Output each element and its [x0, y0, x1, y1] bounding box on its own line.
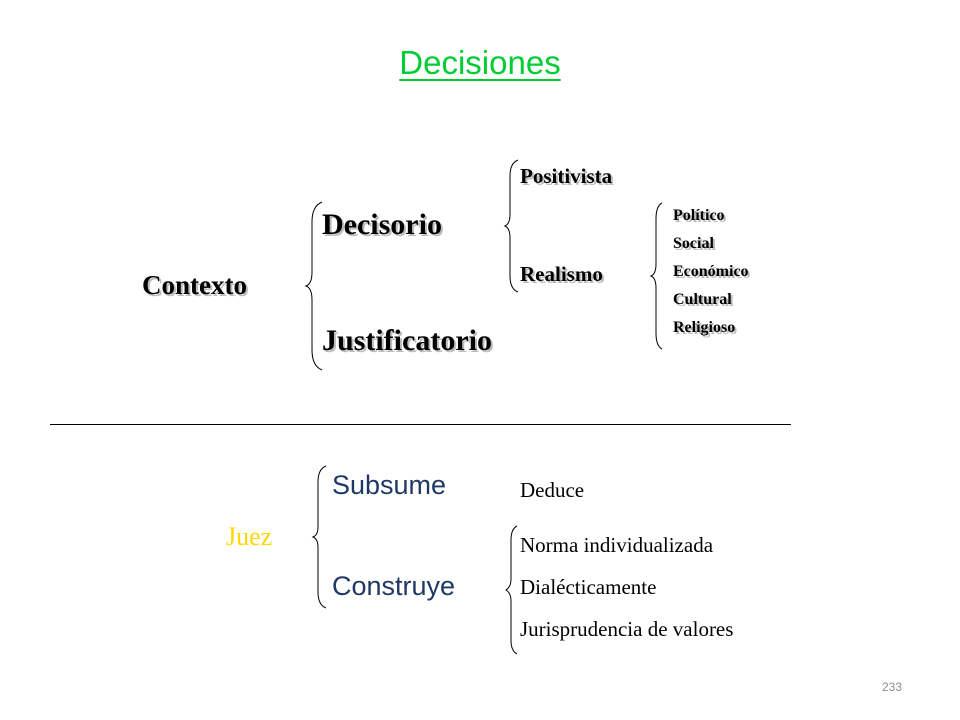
- subitem-social: Social: [673, 235, 714, 252]
- subitem-cultural: Cultural: [673, 291, 732, 308]
- detail-dialecticamente: Dialécticamente: [520, 575, 657, 599]
- subitem-religioso: Religioso: [673, 319, 736, 336]
- subitem-politico: Político: [673, 207, 725, 224]
- brace-juez: [311, 465, 327, 609]
- action-subsume: Subsume: [332, 470, 447, 500]
- branch-positivista: Positivista: [520, 164, 613, 188]
- result-deduce: Deduce: [520, 478, 585, 502]
- root-label-juez: Juez: [226, 522, 273, 551]
- subitem-economico: Económico: [673, 263, 749, 280]
- brace-construye: [505, 525, 518, 655]
- brace-contexto: [304, 201, 323, 371]
- branch-justificatorio: Justificatorio: [322, 324, 492, 357]
- brace-realismo: [649, 202, 663, 350]
- detail-jurisprudencia: Jurisprudencia de valores: [520, 617, 734, 641]
- branch-decisorio: Decisorio: [322, 208, 442, 241]
- root-label-contexto: Contexto: [142, 270, 247, 300]
- action-construye: Construye: [332, 571, 456, 601]
- realismo-subitems: Político Social Económico Cultural Relig…: [673, 202, 749, 342]
- slide-title: Decisiones: [399, 44, 561, 81]
- brace-decisorio: [503, 159, 519, 293]
- page-number: 233: [881, 680, 902, 694]
- branch-realismo: Realismo: [520, 262, 603, 286]
- section-divider: [50, 424, 791, 425]
- detail-norma: Norma individualizada: [520, 533, 714, 557]
